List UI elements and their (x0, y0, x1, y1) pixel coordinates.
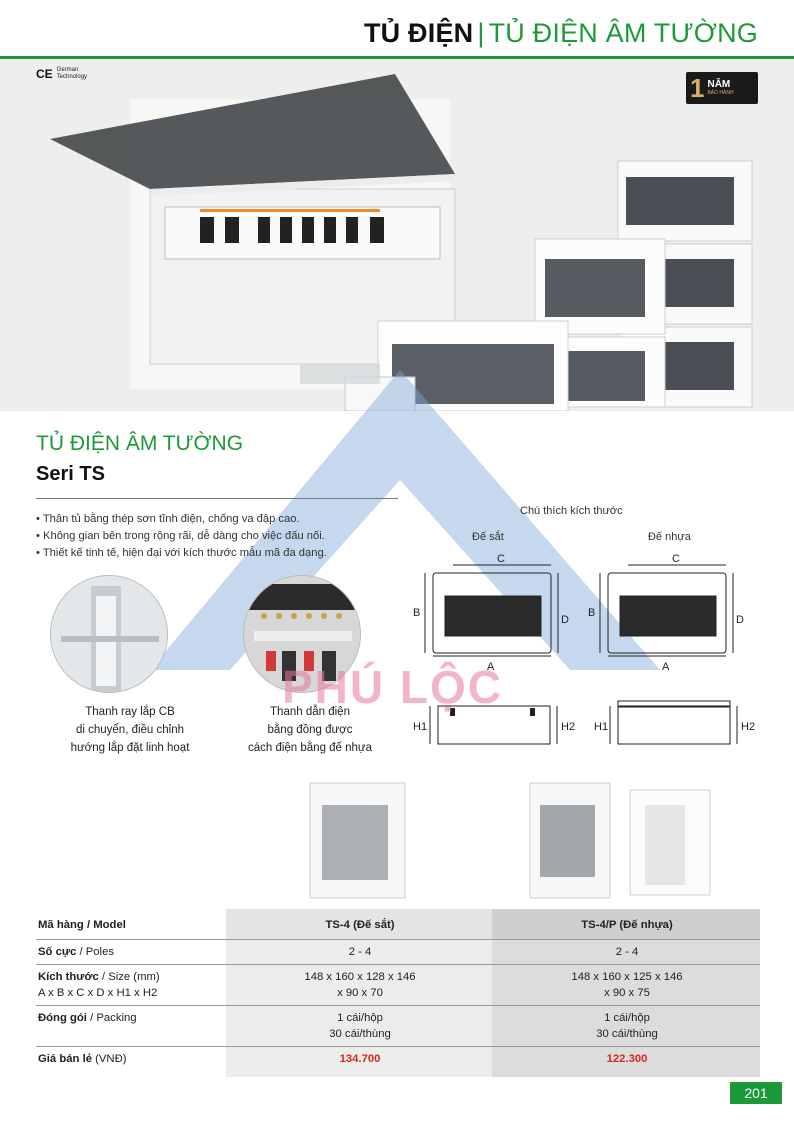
dim-h1-plastic: H1 (594, 721, 608, 733)
model-metal: TS-4 (Đế sắt) (226, 909, 492, 940)
label-metal-base: Đế sắt (472, 531, 504, 543)
size-metal: 148 x 160 x 128 x 146 x 90 x 70 (226, 964, 492, 1006)
feature-item: • Thân tủ bằng thép sơn tĩnh điện, chống… (36, 513, 300, 525)
row-label-dims: A x B x C x D x H1 x H2 (38, 987, 158, 999)
dim-d-plastic: D (736, 614, 744, 626)
header-title-main: TỦ ĐIỆN (363, 18, 474, 48)
label-plastic-base: Đế nhựa (648, 531, 691, 543)
caption-line: hướng lắp đặt linh hoạt (70, 742, 190, 754)
dim-a-metal: A (487, 661, 495, 673)
row-label: Số cực / Poles (36, 939, 226, 965)
row-label: Mã hàng / Model (36, 909, 226, 940)
dim-d-metal: D (561, 614, 569, 626)
caption-line: cách điện bằng đế nhựa (247, 742, 373, 754)
dim-c-metal: C (497, 553, 505, 565)
watermark-text: PHÚ LỘC (282, 661, 503, 713)
dim-b-metal: B (413, 607, 420, 619)
dim-h2-plastic: H2 (741, 721, 755, 733)
row-label-main: Giá bán lẻ (38, 1053, 92, 1065)
packing-line: 30 cái/thùng (329, 1028, 391, 1040)
price-value: 122.300 (606, 1053, 648, 1065)
price-metal: 134.700 (226, 1046, 492, 1077)
size-line: x 90 x 75 (604, 987, 650, 999)
section-divider (36, 498, 398, 499)
feature-list: • Thân tủ bằng thép sơn tĩnh điện, chống… (36, 511, 416, 562)
row-label-en: (VNĐ) (92, 1053, 127, 1065)
packing-line: 1 cái/hộp (337, 1012, 383, 1024)
poles-plastic: 2 - 4 (492, 939, 760, 965)
row-label-en: / Packing (86, 1012, 137, 1024)
row-label-main: Mã hàng (38, 919, 84, 931)
row-label-main: Kích thước (38, 971, 99, 983)
table-row: Giá bán lẻ (VNĐ) 134.700 122.300 (36, 1046, 760, 1078)
price-value: 134.700 (339, 1053, 381, 1065)
dim-a-plastic: A (662, 661, 670, 673)
table-row: Kích thước / Size (mm) A x B x C x D x H1… (36, 964, 760, 1006)
row-label-main: Đóng gói (38, 1012, 87, 1024)
row-label: Giá bán lẻ (VNĐ) (36, 1047, 226, 1078)
model-plastic: TS-4/P (Đế nhựa) (492, 909, 760, 940)
detail-photo-busbar (243, 575, 361, 693)
ce-text-line2: Technology (56, 74, 88, 80)
row-label-en: / Poles (76, 946, 115, 958)
packing-line: 1 cái/hộp (604, 1012, 650, 1024)
row-label: Kích thước / Size (mm) A x B x C x D x H1… (36, 964, 226, 1006)
section-subtitle: Seri TS (36, 463, 105, 485)
price-plastic: 122.300 (492, 1046, 760, 1077)
caption-line: bằng đồng được (267, 724, 353, 736)
page-number: 201 (730, 1082, 782, 1104)
size-plastic: 148 x 160 x 125 x 146 x 90 x 75 (492, 964, 760, 1006)
product-photos (309, 782, 711, 899)
ce-certification-mark: CE German Technology (36, 67, 87, 81)
header-separator: | (477, 18, 485, 48)
header-title-sub: TỦ ĐIỆN ÂM TƯỜNG (488, 18, 758, 48)
section-title: TỦ ĐIỆN ÂM TƯỜNG (36, 432, 244, 455)
detail-photo-din-rail (50, 575, 168, 693)
size-line: 148 x 160 x 125 x 146 (571, 971, 683, 983)
header-divider (0, 56, 794, 59)
packing-line: 30 cái/thùng (596, 1028, 658, 1040)
row-label-en: / Model (83, 919, 126, 931)
caption-line: Thanh ray lắp CB (85, 706, 175, 718)
feature-item: • Thiết kế tinh tế, hiện đại với kích th… (36, 547, 327, 559)
caption-din-rail: Thanh ray lắp CB di chuyển, điều chỉnh h… (40, 703, 220, 757)
table-row: Đóng gói / Packing 1 cái/hộp 30 cái/thùng… (36, 1005, 760, 1047)
dimension-diagram: C B D A C B D A H1 H2 H1 H2 (413, 553, 755, 745)
row-label-en: / Size (mm) (98, 971, 160, 983)
warranty-years: 1 (690, 73, 705, 103)
caption-line: di chuyển, điều chỉnh (75, 724, 185, 736)
row-label: Đóng gói / Packing (36, 1005, 226, 1047)
hero-illustration (0, 59, 794, 411)
ce-text: German Technology (57, 67, 87, 81)
dim-b-plastic: B (588, 607, 595, 619)
dim-h2-metal: H2 (561, 721, 575, 733)
row-label-main: Số cực (38, 946, 77, 958)
packing-metal: 1 cái/hộp 30 cái/thùng (226, 1005, 492, 1047)
hero-product-photo: CE German Technology 1 NĂM BẢO HÀNH (0, 59, 794, 411)
ce-logo: CE (36, 67, 53, 81)
poles-metal: 2 - 4 (226, 939, 492, 965)
warranty-unit: NĂM (707, 79, 731, 90)
warranty-badge: 1 NĂM BẢO HÀNH (686, 72, 758, 104)
dimension-legend-title: Chú thích kích thước (520, 505, 623, 517)
dim-c-plastic: C (672, 553, 680, 565)
packing-plastic: 1 cái/hộp 30 cái/thùng (492, 1005, 760, 1047)
size-line: 148 x 160 x 128 x 146 (304, 971, 416, 983)
dim-h1-metal: H1 (413, 721, 427, 733)
caption-line: Thanh dẫn điện (270, 706, 350, 718)
table-row: Mã hàng / Model TS-4 (Đế sắt) TS-4/P (Đế… (36, 909, 760, 940)
ce-text-line1: German (56, 67, 79, 73)
table-row: Số cực / Poles 2 - 4 2 - 4 (36, 939, 760, 965)
spec-table: Mã hàng / Model TS-4 (Đế sắt) TS-4/P (Đế… (36, 909, 760, 1077)
caption-busbar: Thanh dẫn điện bằng đồng được cách điện … (215, 703, 405, 757)
warranty-label: BẢO HÀNH (707, 90, 734, 96)
size-line: x 90 x 70 (337, 987, 383, 999)
feature-item: • Không gian bên trong rộng rãi, dễ dàng… (36, 530, 325, 542)
page-header-title: TỦ ĐIỆN|TỦ ĐIỆN ÂM TƯỜNG (364, 18, 758, 49)
